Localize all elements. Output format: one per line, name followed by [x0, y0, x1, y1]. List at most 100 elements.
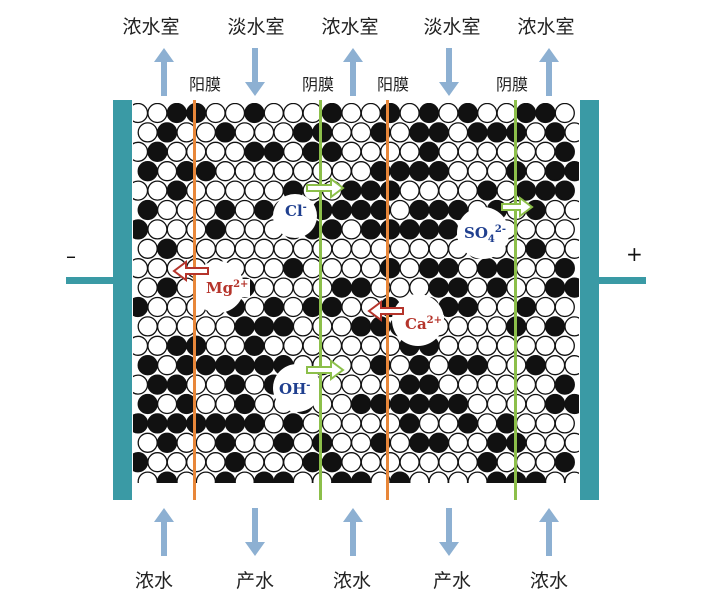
anion-membrane-1 — [319, 100, 322, 500]
resin-bead — [156, 316, 178, 337]
resin-bead — [428, 355, 449, 376]
resin-bead — [554, 374, 575, 395]
arrow-down-icon — [439, 508, 459, 556]
resin-bead — [496, 180, 517, 201]
resin-bead — [137, 161, 158, 182]
resin-bead — [234, 355, 255, 376]
resin-bead — [477, 103, 498, 124]
resin-bead — [321, 335, 343, 356]
resin-bead — [321, 141, 343, 162]
resin-bead — [515, 258, 537, 279]
resin-bead — [186, 141, 207, 162]
resin-bead — [515, 335, 537, 356]
arrow-up-icon — [343, 508, 363, 556]
resin-bead — [331, 238, 352, 259]
resin-bead — [148, 492, 167, 511]
resin-bead — [447, 316, 469, 337]
resin-bead — [195, 393, 217, 415]
resin-bead — [341, 141, 362, 162]
resin-bead — [186, 103, 207, 124]
resin-bead — [496, 141, 517, 162]
resin-bead — [321, 103, 343, 124]
resin-bead — [244, 413, 265, 434]
bottom-label-concentrate-3: 浓水 — [529, 570, 569, 592]
resin-bead — [147, 413, 168, 434]
arrow-left-icon — [367, 300, 404, 322]
resin-bead — [517, 492, 536, 511]
positive-electrode-lead — [598, 277, 646, 284]
resin-bead — [253, 316, 275, 337]
resin-bead — [438, 413, 459, 434]
resin-bead — [525, 316, 546, 337]
resin-bead — [253, 432, 275, 453]
resin-bead — [244, 180, 265, 201]
resin-bead — [564, 277, 579, 298]
resin-bead — [389, 277, 411, 298]
resin-bead — [283, 141, 304, 162]
resin-bead — [147, 374, 168, 395]
resin-bead — [458, 492, 477, 511]
resin-bead — [554, 103, 575, 124]
resin-bead — [195, 199, 217, 221]
resin-bead — [564, 432, 579, 453]
resin-beads — [133, 103, 579, 511]
resin-bead — [350, 161, 372, 182]
resin-bead — [234, 161, 255, 182]
resin-bead — [380, 335, 401, 356]
resin-bead — [447, 161, 469, 182]
resin-bead — [399, 219, 420, 240]
bottom-label-concentrate-2: 浓水 — [332, 570, 372, 592]
resin-bead — [166, 219, 187, 240]
resin-bead — [399, 374, 420, 395]
resin-bead — [224, 180, 246, 201]
resin-bead — [195, 122, 217, 143]
resin-bead — [323, 492, 342, 511]
resin-bead — [292, 238, 314, 259]
resin-bead — [234, 393, 255, 415]
resin-bead — [486, 277, 508, 298]
resin-bead — [166, 180, 187, 201]
negative-electrode-lead — [66, 277, 114, 284]
resin-bead — [515, 219, 537, 240]
resin-bead — [380, 141, 401, 162]
resin-bead — [341, 335, 362, 356]
resin-bead — [292, 316, 314, 337]
resin-bead — [418, 413, 440, 434]
arrow-up-icon — [154, 48, 174, 96]
resin-bead — [273, 161, 294, 182]
positive-electrode-plate — [580, 100, 599, 500]
resin-bead — [312, 122, 333, 143]
resin-bead — [389, 432, 411, 453]
resin-bead — [447, 277, 469, 298]
resin-bead — [535, 180, 556, 201]
resin-bead — [234, 238, 255, 259]
resin-bead — [525, 432, 546, 453]
resin-bead — [399, 141, 420, 162]
resin-bead — [186, 219, 207, 240]
resin-bead — [457, 335, 478, 356]
resin-bead — [409, 471, 430, 483]
resin-bead — [486, 471, 508, 483]
resin-bead — [496, 258, 517, 279]
resin-bead — [156, 471, 178, 483]
resin-bead — [224, 452, 246, 473]
resin-bead — [477, 452, 498, 473]
resin-bead — [186, 452, 207, 473]
resin-bead — [467, 432, 488, 453]
resin-bead — [321, 296, 343, 318]
negative-sign: – — [66, 244, 76, 268]
resin-bead — [205, 103, 226, 124]
resin-bead — [544, 161, 566, 182]
resin-bead — [457, 103, 478, 124]
resin-bead — [245, 492, 264, 511]
resin-bead — [478, 492, 497, 511]
resin-bead — [486, 393, 508, 415]
resin-bead — [457, 296, 478, 318]
resin-bead — [496, 335, 517, 356]
resin-bead — [137, 238, 158, 259]
negative-electrode-plate — [113, 100, 132, 500]
resin-bead — [205, 180, 226, 201]
resin-bead — [428, 471, 449, 483]
resin-bead — [544, 122, 566, 143]
resin-bead — [215, 355, 236, 376]
